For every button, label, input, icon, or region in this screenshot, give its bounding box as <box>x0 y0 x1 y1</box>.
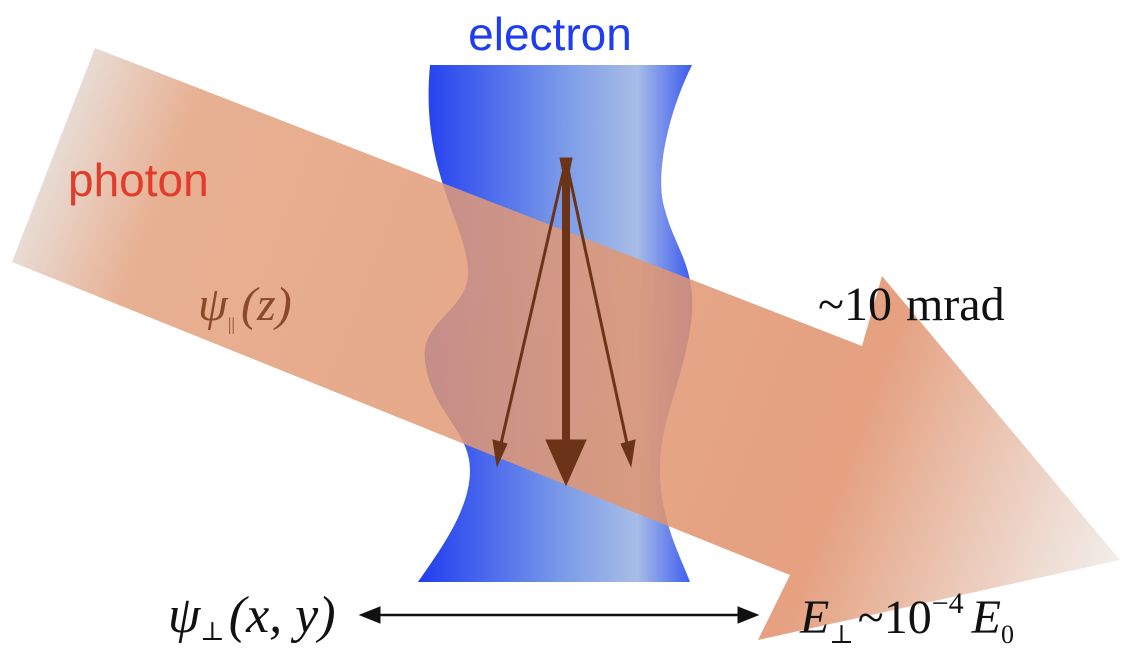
energy-e0-symbol: E <box>971 591 1001 644</box>
angle-unit: mrad <box>906 278 1005 331</box>
transverse-double-arrow <box>358 606 760 624</box>
scatter-arrow-left <box>498 159 568 449</box>
psi-parallel-argument: (z) <box>241 278 292 331</box>
angle-tilde: ~ <box>818 278 844 331</box>
electron-label: electron <box>468 8 632 60</box>
energy-exponent: −4 <box>932 587 964 620</box>
angle-value: 10 <box>844 278 892 331</box>
energy-subscript: ⊥ <box>829 620 853 649</box>
scatter-arrow-left-head <box>492 439 508 468</box>
psi-parallel-label: ψ|| (z) <box>198 278 292 334</box>
energy-base: 10 <box>884 591 932 644</box>
psi-parallel-subscript: || <box>228 314 235 334</box>
scattering-arrows <box>492 157 636 487</box>
psi-perp-symbol: ψ <box>168 587 202 644</box>
psi-perp-argument: (x, y) <box>229 587 336 644</box>
psi-perp-label: ψ⊥(x, y) <box>168 587 336 646</box>
scatter-arrow-right-head <box>620 439 636 468</box>
energy-tilde: ~ <box>858 591 884 644</box>
scatter-arrow-right <box>564 159 630 449</box>
arrow-origin <box>559 157 573 179</box>
energy-e0-subscript: 0 <box>1001 620 1014 649</box>
main-arrow-head <box>545 439 587 487</box>
photon-label: photon <box>68 154 209 206</box>
psi-perp-subscript: ⊥ <box>200 617 224 646</box>
angle-label: ~10 mrad <box>818 278 1005 331</box>
energy-symbol: E <box>799 591 829 644</box>
psi-parallel-symbol: ψ <box>198 278 229 331</box>
